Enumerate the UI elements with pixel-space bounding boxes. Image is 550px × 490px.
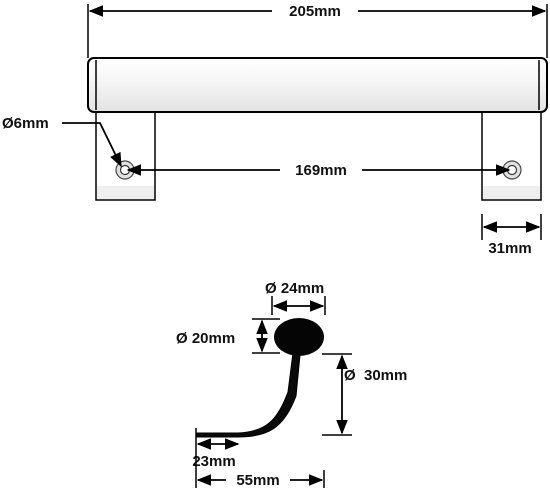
foot-length-label: 23mm — [192, 453, 235, 470]
handle-profile-leg — [195, 344, 302, 438]
right-leg-base-shade — [483, 186, 540, 199]
left-leg-base-shade — [97, 186, 154, 199]
hole-diameter-label: Ø6mm — [2, 115, 49, 132]
overall-length-label: 205mm — [289, 3, 341, 20]
left-leg — [95, 107, 156, 201]
handle-profile-bar — [274, 318, 324, 356]
drop-height-label: Ø 30mm — [344, 367, 407, 384]
bar-height-label: Ø 20mm — [176, 330, 235, 347]
right-leg — [481, 107, 542, 201]
hole-spacing-label: 169mm — [295, 162, 347, 179]
handle-bar — [87, 57, 548, 113]
hole-diameter-leader — [62, 122, 122, 168]
top-view: 205mm Ø6mm 169mm 31mm — [2, 3, 548, 257]
side-view: Ø 24mm Ø 20mm Ø 30mm 23mm 55mm — [176, 280, 407, 489]
depth-label: 55mm — [236, 472, 279, 489]
leg-width-label: 31mm — [488, 240, 531, 257]
bar-diameter-label: Ø 24mm — [265, 280, 324, 297]
